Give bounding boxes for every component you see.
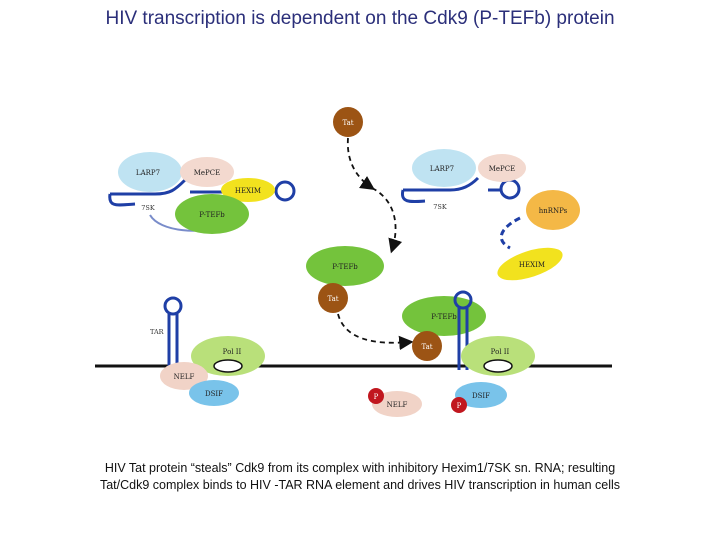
right-promoter: P-TEFb Pol II Tat DSIF NELF P P <box>368 290 535 417</box>
svg-text:Tat: Tat <box>342 119 353 127</box>
released-nelf <box>372 391 422 417</box>
svg-text:Pol II: Pol II <box>491 348 510 356</box>
right-mepce <box>478 154 526 182</box>
free-hexim: HEXIM <box>497 247 563 281</box>
left-dsif <box>189 380 239 406</box>
svg-text:P-TEFb: P-TEFb <box>332 263 358 271</box>
svg-text:MePCE: MePCE <box>194 169 221 177</box>
caption-line-2: Tat/Cdk9 complex binds to HIV -TAR RNA e… <box>99 478 621 492</box>
right-ptefb <box>402 296 486 336</box>
svg-text:HEXIM: HEXIM <box>519 261 545 269</box>
svg-text:DSIF: DSIF <box>205 390 223 398</box>
svg-text:LARP7: LARP7 <box>136 169 160 177</box>
right-dsif <box>455 382 507 408</box>
right-pol2 <box>461 336 535 376</box>
caption-line-1: HIV Tat protein “steals” Cdk9 from its c… <box>104 461 616 475</box>
right-tat: Tat <box>412 331 442 361</box>
binding-arrow <box>337 313 414 351</box>
svg-text:Tat: Tat <box>327 295 338 303</box>
svg-text:DSIF: DSIF <box>472 392 490 400</box>
svg-text:LARP7: LARP7 <box>430 165 454 173</box>
release-arrow <box>371 187 403 254</box>
right-larp7 <box>412 149 476 187</box>
left-hexim <box>221 178 275 202</box>
right-hnrnps <box>526 190 580 230</box>
left-mepce <box>180 157 234 187</box>
left-promoter: TAR Pol II NELF DSIF <box>150 296 265 406</box>
svg-text:MePCE: MePCE <box>489 165 516 173</box>
left-pol2 <box>191 336 265 376</box>
free-tat: Tat <box>318 283 348 313</box>
left-nelf <box>160 362 208 390</box>
left-ptefb <box>175 194 249 234</box>
svg-text:Pol II: Pol II <box>223 348 242 356</box>
svg-text:TAR: TAR <box>150 328 165 336</box>
svg-text:NELF: NELF <box>387 401 408 409</box>
phospho-1: P <box>368 388 384 404</box>
svg-text:Tat: Tat <box>421 343 432 351</box>
tat-to-complex-arrow <box>347 137 375 190</box>
svg-text:HEXIM: HEXIM <box>235 187 261 195</box>
svg-text:7SK: 7SK <box>141 204 155 212</box>
free-ptefb: P-TEFb <box>306 246 384 286</box>
slide-title: HIV transcription is dependent on the Cd… <box>105 8 615 29</box>
left-7sk-complex: LARP7 MePCE HEXIM 7SK P-TEFb <box>108 152 296 234</box>
slide-caption: HIV Tat protein “steals” Cdk9 from its c… <box>40 460 680 494</box>
svg-text:NELF: NELF <box>174 373 195 381</box>
svg-text:P: P <box>457 402 462 410</box>
right-7sk-complex: LARP7 MePCE 7SK hnRNPs <box>400 149 580 250</box>
left-larp7 <box>118 152 182 192</box>
svg-text:P-TEFb: P-TEFb <box>431 313 457 321</box>
svg-text:7SK: 7SK <box>433 203 447 211</box>
phospho-2: P <box>451 397 467 413</box>
svg-text:P: P <box>374 393 379 401</box>
tat-top: Tat <box>333 107 363 137</box>
svg-text:hnRNPs: hnRNPs <box>539 207 568 215</box>
svg-text:P-TEFb: P-TEFb <box>199 211 225 219</box>
